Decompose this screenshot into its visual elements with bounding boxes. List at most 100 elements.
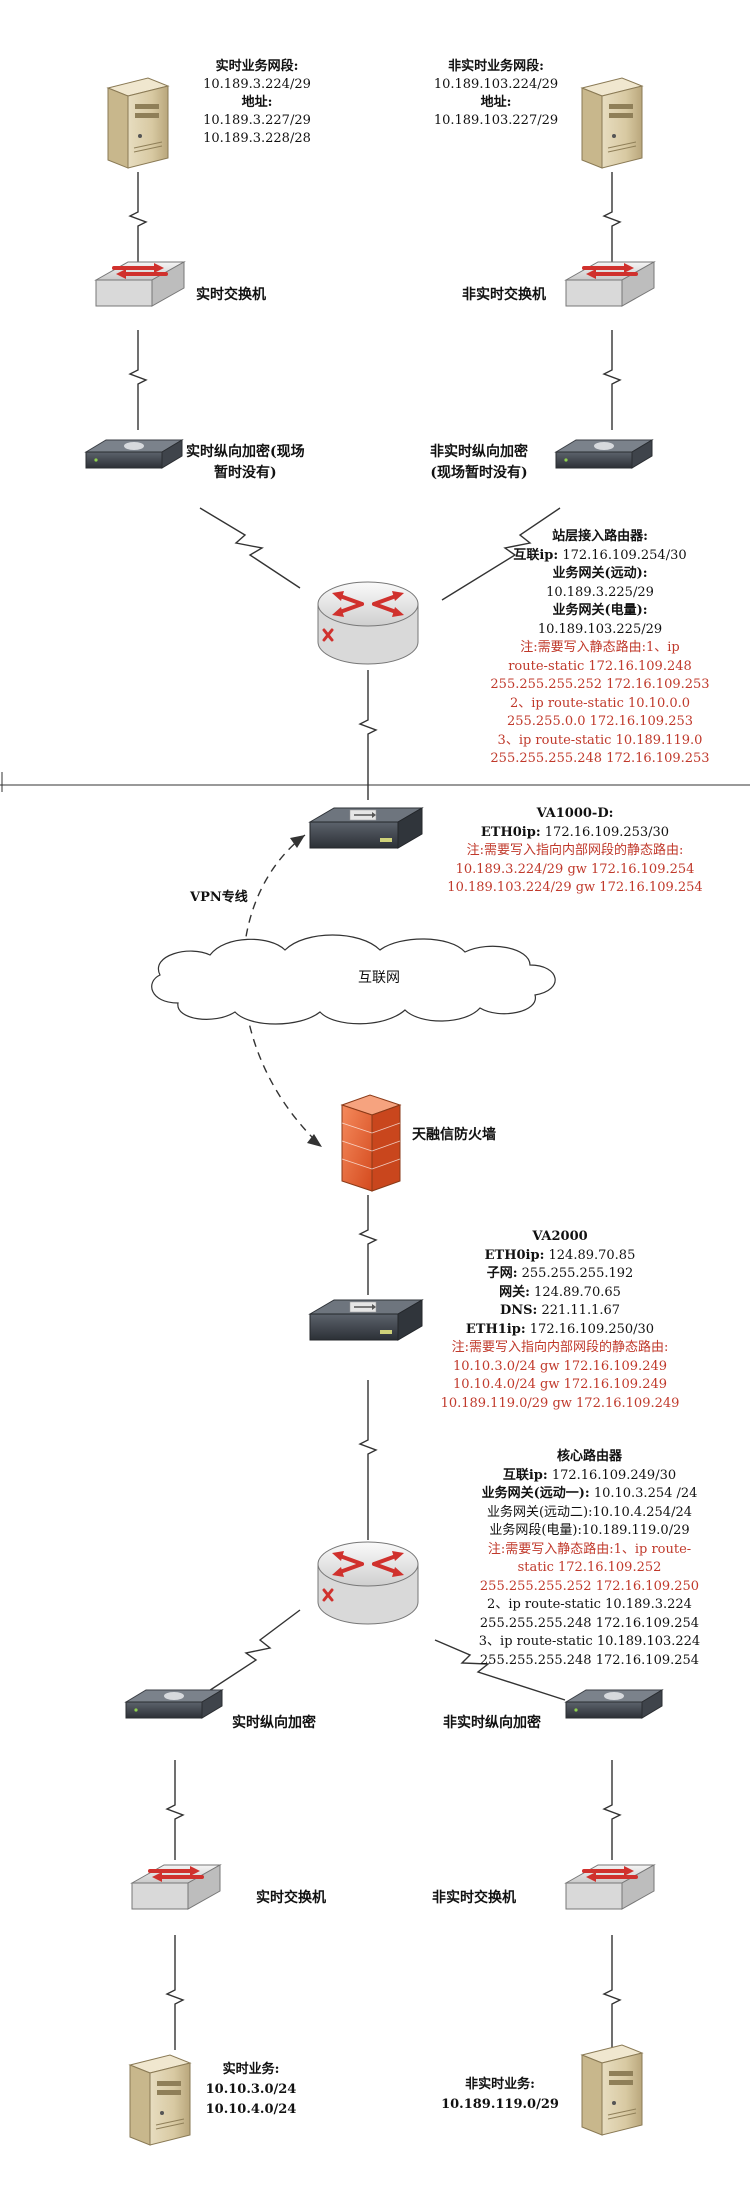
nonrealtime-encrypt-top-label: 非实时纵向加密 (现场暂时没有): [430, 442, 528, 484]
station-router-gw2-label: 业务网关(电量):: [552, 603, 648, 618]
vpn-arrow-bottom: [307, 1134, 322, 1147]
nonrealtime-business-net: 10.189.119.0/29: [441, 2097, 559, 2112]
station-router-note-3: 255.255.255.252 172.16.109.253: [490, 677, 710, 692]
vpn-label: VPN专线: [190, 890, 248, 905]
core-router-gw2: 业务网关(远动二):10.10.4.254/24: [486, 1504, 692, 1520]
station-router-note-4: 2、ip route-static 10.10.0.0: [509, 695, 691, 711]
core-router-uplink-label: 互联ip:: [502, 1467, 548, 1483]
realtime-address-1: 10.189.3.227/29: [203, 113, 311, 128]
core-router-info: 核心路由器 互联ip: 172.16.109.249/30 业务网关(远动一):…: [432, 1448, 747, 1670]
realtime-business-net-2: 10.10.4.0/24: [205, 2102, 297, 2117]
va2000-subnet-value: 255.255.255.192: [521, 1266, 634, 1281]
core-router-note-2: static 172.16.109.252: [517, 1560, 662, 1575]
realtime-encrypt-bottom-label: 实时纵向加密: [232, 1715, 316, 1731]
core-router-note-3: 255.255.255.252 172.16.109.250: [479, 1578, 700, 1594]
core-router-note-6: 3、ip route-static 10.189.103.224: [478, 1634, 701, 1649]
nonrealtime-encrypt-bottom-icon: [565, 1689, 663, 1719]
vpn-arrow-top: [290, 835, 305, 848]
nonrealtime-encrypt-bottom-label: 非实时纵向加密: [443, 1715, 541, 1731]
core-router-note-4: 2、ip route-static 10.189.3.224: [487, 1597, 692, 1612]
station-router-gw1-label: 业务网关(远动):: [552, 566, 648, 581]
firewall-icon: [340, 1094, 402, 1192]
va2000-gateway-label: 网关:: [499, 1284, 530, 1300]
firewall-label: 天融信防火墙: [412, 1127, 496, 1143]
va2000-eth1-label: ETH1ip:: [465, 1321, 526, 1337]
core-router-uplink-value: 172.16.109.249/30: [551, 1467, 677, 1483]
realtime-server-top-label: 实时业务网段: 10.189.3.224/29 地址: 10.189.3.227…: [182, 58, 332, 148]
va2000-row-eth1: ETH1ip: 172.16.109.250/30: [405, 1321, 715, 1340]
link-va2000-core: [358, 1380, 378, 1540]
va1000-icon: [309, 807, 423, 849]
station-router-uplink-label: 互联ip:: [513, 547, 559, 563]
va2000-dns-label: DNS:: [499, 1303, 538, 1318]
nonrealtime-server-top-label: 非实时业务网段: 10.189.103.224/29 地址: 10.189.10…: [416, 58, 576, 130]
va1000-note-3: 10.189.103.224/29 gw 172.16.109.254: [447, 880, 703, 895]
va2000-note-1: 注:需要写入指向内部网段的静态路由:: [451, 1340, 669, 1355]
realtime-encrypt-top-line2: 暂时没有): [214, 465, 277, 481]
nonrealtime-server-bottom-label: 非实时业务: 10.189.119.0/29: [430, 2075, 570, 2115]
nonrealtime-switch-top-label: 非实时交换机: [462, 287, 546, 303]
nonrealtime-address-title: 地址:: [480, 95, 512, 110]
vpn-tunnel-path: [242, 834, 321, 1146]
va1000-eth0-label: ETH0ip:: [480, 824, 541, 840]
link-core-encrypt-right: [434, 1639, 566, 1701]
core-router-note-7: 255.255.255.248 172.16.109.254: [479, 1652, 700, 1668]
realtime-switch-top-icon: [94, 260, 186, 308]
realtime-server-top-icon: [107, 77, 169, 169]
link-server-switch-left: [128, 172, 148, 262]
nonrealtime-segment-value: 10.189.103.224/29: [433, 77, 559, 92]
nonrealtime-encrypt-top-icon: [555, 439, 653, 469]
realtime-switch-bottom-label: 实时交换机: [256, 1890, 326, 1906]
link-server-switch-right: [602, 172, 622, 262]
realtime-encrypt-bottom-icon: [125, 1689, 223, 1719]
link-switch-server-right: [602, 1935, 622, 2050]
va2000-row-dns: DNS: 221.11.1.67: [405, 1302, 715, 1321]
va1000-eth0: ETH0ip: 172.16.109.253/30: [420, 824, 730, 843]
station-router-note-6: 3、ip route-static 10.189.119.0: [497, 732, 703, 748]
nonrealtime-encrypt-top-line2: (现场暂时没有): [430, 465, 528, 481]
station-router-gw1-value: 10.189.3.225/29: [546, 584, 654, 600]
va2000-note-3: 10.10.4.0/24 gw 172.16.109.249: [452, 1377, 668, 1392]
core-router-title: 核心路由器: [556, 1449, 622, 1464]
link-core-encrypt-left: [194, 1609, 301, 1701]
va2000-eth0-value: 124.89.70.85: [548, 1247, 636, 1263]
station-router-info: 站层接入路由器: 互联ip: 172.16.109.254/30 业务网关(远动…: [450, 528, 750, 769]
realtime-segment-title: 实时业务网段:: [215, 59, 299, 74]
va2000-note-4: 10.189.119.0/29 gw 172.16.109.249: [440, 1395, 680, 1411]
station-router-note-7: 255.255.255.248 172.16.109.253: [490, 751, 710, 766]
realtime-business-net-1: 10.10.3.0/24: [205, 2082, 297, 2097]
va2000-row-eth0: ETH0ip: 124.89.70.85: [405, 1247, 715, 1266]
va1000-note-2: 10.189.3.224/29 gw 172.16.109.254: [455, 861, 695, 877]
station-router-gw2-value: 10.189.103.225/29: [537, 621, 663, 637]
realtime-business-title: 实时业务:: [222, 2062, 280, 2077]
link-encrypt-router-left: [199, 507, 301, 589]
realtime-address-title: 地址:: [241, 95, 273, 110]
station-router-uplink-value: 172.16.109.254/30: [562, 547, 687, 563]
nonrealtime-server-top-icon: [581, 77, 643, 169]
link-switch-encrypt-right: [602, 330, 622, 430]
nonrealtime-business-title: 非实时业务:: [465, 2077, 535, 2092]
nonrealtime-switch-top-icon: [564, 260, 656, 308]
realtime-switch-bottom-icon: [130, 1863, 222, 1911]
realtime-encrypt-top-icon: [85, 439, 183, 469]
core-router-gw1-label: 业务网关(远动一):: [481, 1486, 590, 1501]
link-encrypt-switch-left: [165, 1760, 185, 1860]
va2000-eth1-value: 172.16.109.250/30: [529, 1321, 655, 1337]
internet-label: 互联网: [358, 970, 400, 986]
va1000-title: VA1000-D:: [536, 806, 614, 821]
internet-cloud: [151, 934, 556, 1025]
link-firewall-va2000: [358, 1195, 378, 1295]
station-router-title: 站层接入路由器:: [552, 529, 648, 544]
va2000-title: VA2000: [532, 1229, 588, 1244]
core-router-gw3: 业务网段(电量):10.189.119.0/29: [489, 1523, 690, 1538]
core-router-note-1: 注:需要写入静态路由:1、ip route-: [487, 1541, 692, 1557]
station-router-note-1: 注:需要写入静态路由:1、ip: [520, 640, 680, 655]
va2000-gateway-value: 124.89.70.65: [534, 1284, 621, 1300]
va2000-dns-value: 221.11.1.67: [541, 1303, 621, 1318]
realtime-encrypt-top-line1: 实时纵向加密(现场: [186, 444, 305, 460]
core-router-uplink: 互联ip: 172.16.109.249/30: [432, 1467, 747, 1486]
station-router-note-5: 255.255.0.0 172.16.109.253: [506, 714, 694, 729]
realtime-encrypt-top-label: 实时纵向加密(现场 暂时没有): [186, 442, 305, 484]
core-router-gw1-value: 10.10.3.254 /24: [593, 1486, 698, 1501]
